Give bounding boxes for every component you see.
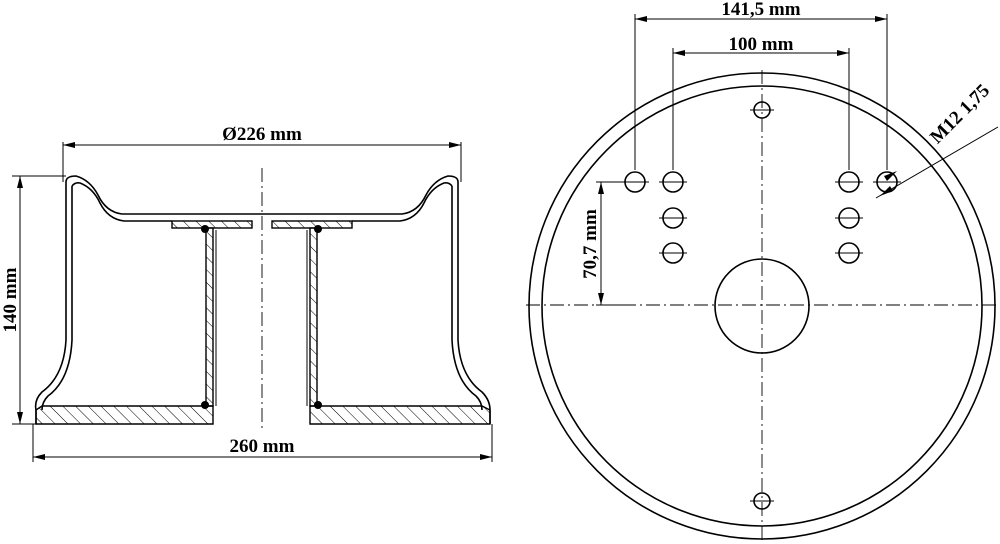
center-tube-right-wall xyxy=(309,227,318,407)
base-plate-left xyxy=(35,405,214,425)
arrow-head xyxy=(17,412,23,424)
arrow-head xyxy=(598,293,604,305)
bolt-hole xyxy=(659,242,687,264)
bolt-hole xyxy=(835,242,863,264)
bolt-hole xyxy=(621,171,649,193)
arrow-head xyxy=(875,16,887,22)
shell-wall-right xyxy=(457,182,491,424)
thread-leader-line xyxy=(875,126,999,199)
offset-label: 70,7 mm xyxy=(580,209,601,279)
outer-spacing-label: 141,5 mm xyxy=(721,0,800,20)
top-plate-right xyxy=(271,220,353,229)
bolt-hole xyxy=(750,101,774,119)
top-plan-view: 141,5 mm 100 mm 70,7 mm M12 1,75 xyxy=(526,0,999,540)
arrow-head xyxy=(480,454,492,460)
shell-wall-inner-right xyxy=(451,186,483,411)
arrow-head xyxy=(17,176,23,188)
weld-dot xyxy=(314,225,322,233)
base-plate-right xyxy=(309,405,491,425)
shell-outer-left xyxy=(65,175,262,215)
arrow-head xyxy=(33,454,45,460)
shell-inner-right xyxy=(352,182,453,222)
bolt-hole xyxy=(835,207,863,229)
center-tube-left-wall xyxy=(205,227,214,407)
thread-label: M12 1,75 xyxy=(926,80,994,148)
inner-spacing-label: 100 mm xyxy=(729,34,794,55)
shell-wall-left xyxy=(34,182,67,424)
bolt-hole xyxy=(835,171,863,193)
top-plate-left xyxy=(171,220,253,229)
bolt-hole xyxy=(750,492,774,510)
base-width-label: 260 mm xyxy=(230,436,295,457)
bolt-hole xyxy=(659,171,687,193)
arrow-head xyxy=(598,182,604,194)
arrow-head xyxy=(673,50,685,56)
shell-inner-left xyxy=(71,182,172,222)
shell-outer-right xyxy=(262,175,459,215)
arrow-head xyxy=(449,142,461,148)
shell-wall-inner-left xyxy=(41,186,73,411)
arrow-head xyxy=(63,142,75,148)
arrow-head xyxy=(635,16,647,22)
arrow-head xyxy=(837,50,849,56)
side-section-view: Ø226 mm 140 mm 260 mm xyxy=(0,124,493,462)
bolt-hole xyxy=(659,207,687,229)
arrow-head xyxy=(880,186,893,196)
top-diameter-label: Ø226 mm xyxy=(222,124,302,145)
height-label: 140 mm xyxy=(0,267,21,332)
arrow-head xyxy=(884,171,897,181)
weld-dot xyxy=(201,225,209,233)
